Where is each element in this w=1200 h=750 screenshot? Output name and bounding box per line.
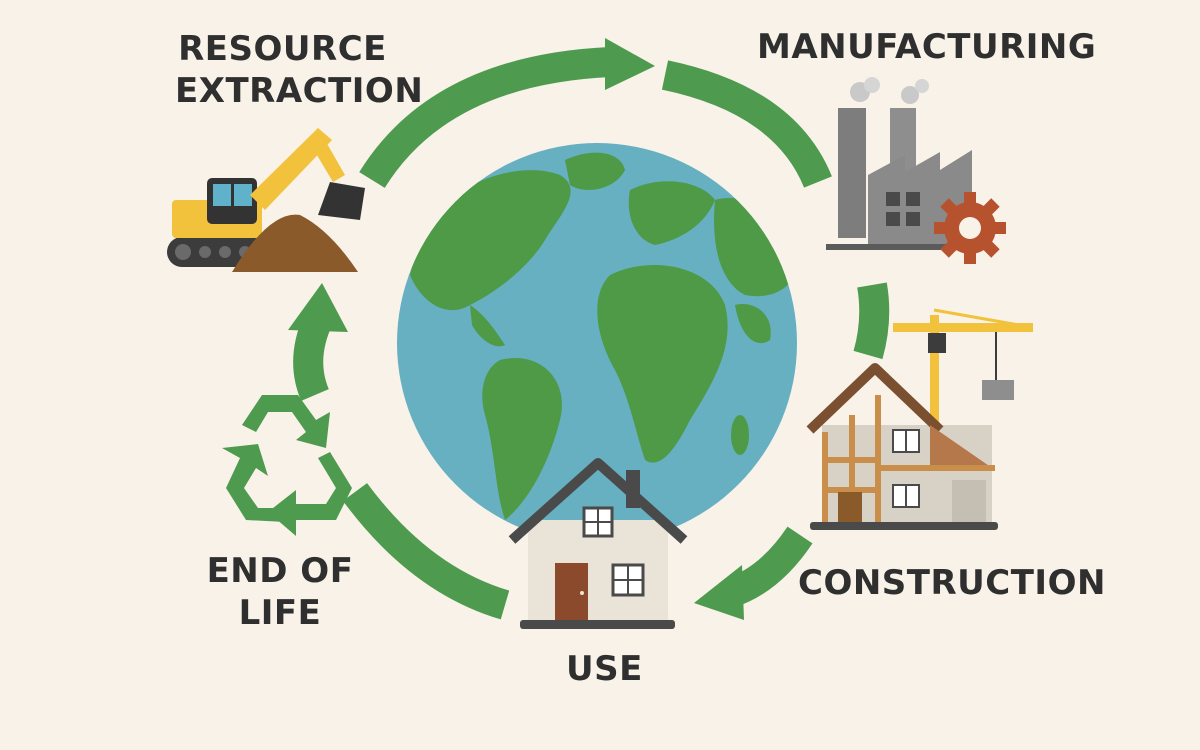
arrowhead-left: [288, 283, 348, 332]
globe-icon: [397, 143, 797, 543]
excavator-icon: [167, 128, 365, 272]
arrow-use-to-endoflife: [342, 483, 510, 620]
house-under-construction-icon: [806, 308, 1033, 530]
arrowhead-top: [605, 38, 655, 90]
recycle-icon: [222, 395, 352, 536]
label-end-of-life: END OF LIFE: [205, 550, 355, 634]
label-manufacturing: MANUFACTURING: [757, 27, 1097, 67]
label-use: USE: [566, 649, 643, 689]
arrow-heads: [288, 38, 744, 620]
arrow-manufacturing-to-construction: [661, 60, 832, 188]
arrowhead-bottom-right: [694, 565, 744, 620]
cycle-arrows: [293, 47, 890, 620]
arrow-extraction-to-manufacturing: [359, 47, 611, 189]
label-resource-extraction-line1: RESOURCE: [178, 29, 387, 69]
label-resource-extraction-line2: EXTRACTION: [175, 71, 424, 111]
label-end-of-life-line1: END OF: [206, 551, 354, 591]
factory-icon: [826, 77, 1006, 264]
label-end-of-life-line2: LIFE: [238, 593, 322, 633]
arrow-segment-right: [853, 282, 890, 360]
label-resource-extraction: RESOURCE EXTRACTION: [175, 28, 424, 112]
house-icon: [508, 458, 688, 629]
arrow-endoflife-to-extraction: [293, 313, 332, 401]
label-construction: CONSTRUCTION: [798, 563, 1106, 603]
